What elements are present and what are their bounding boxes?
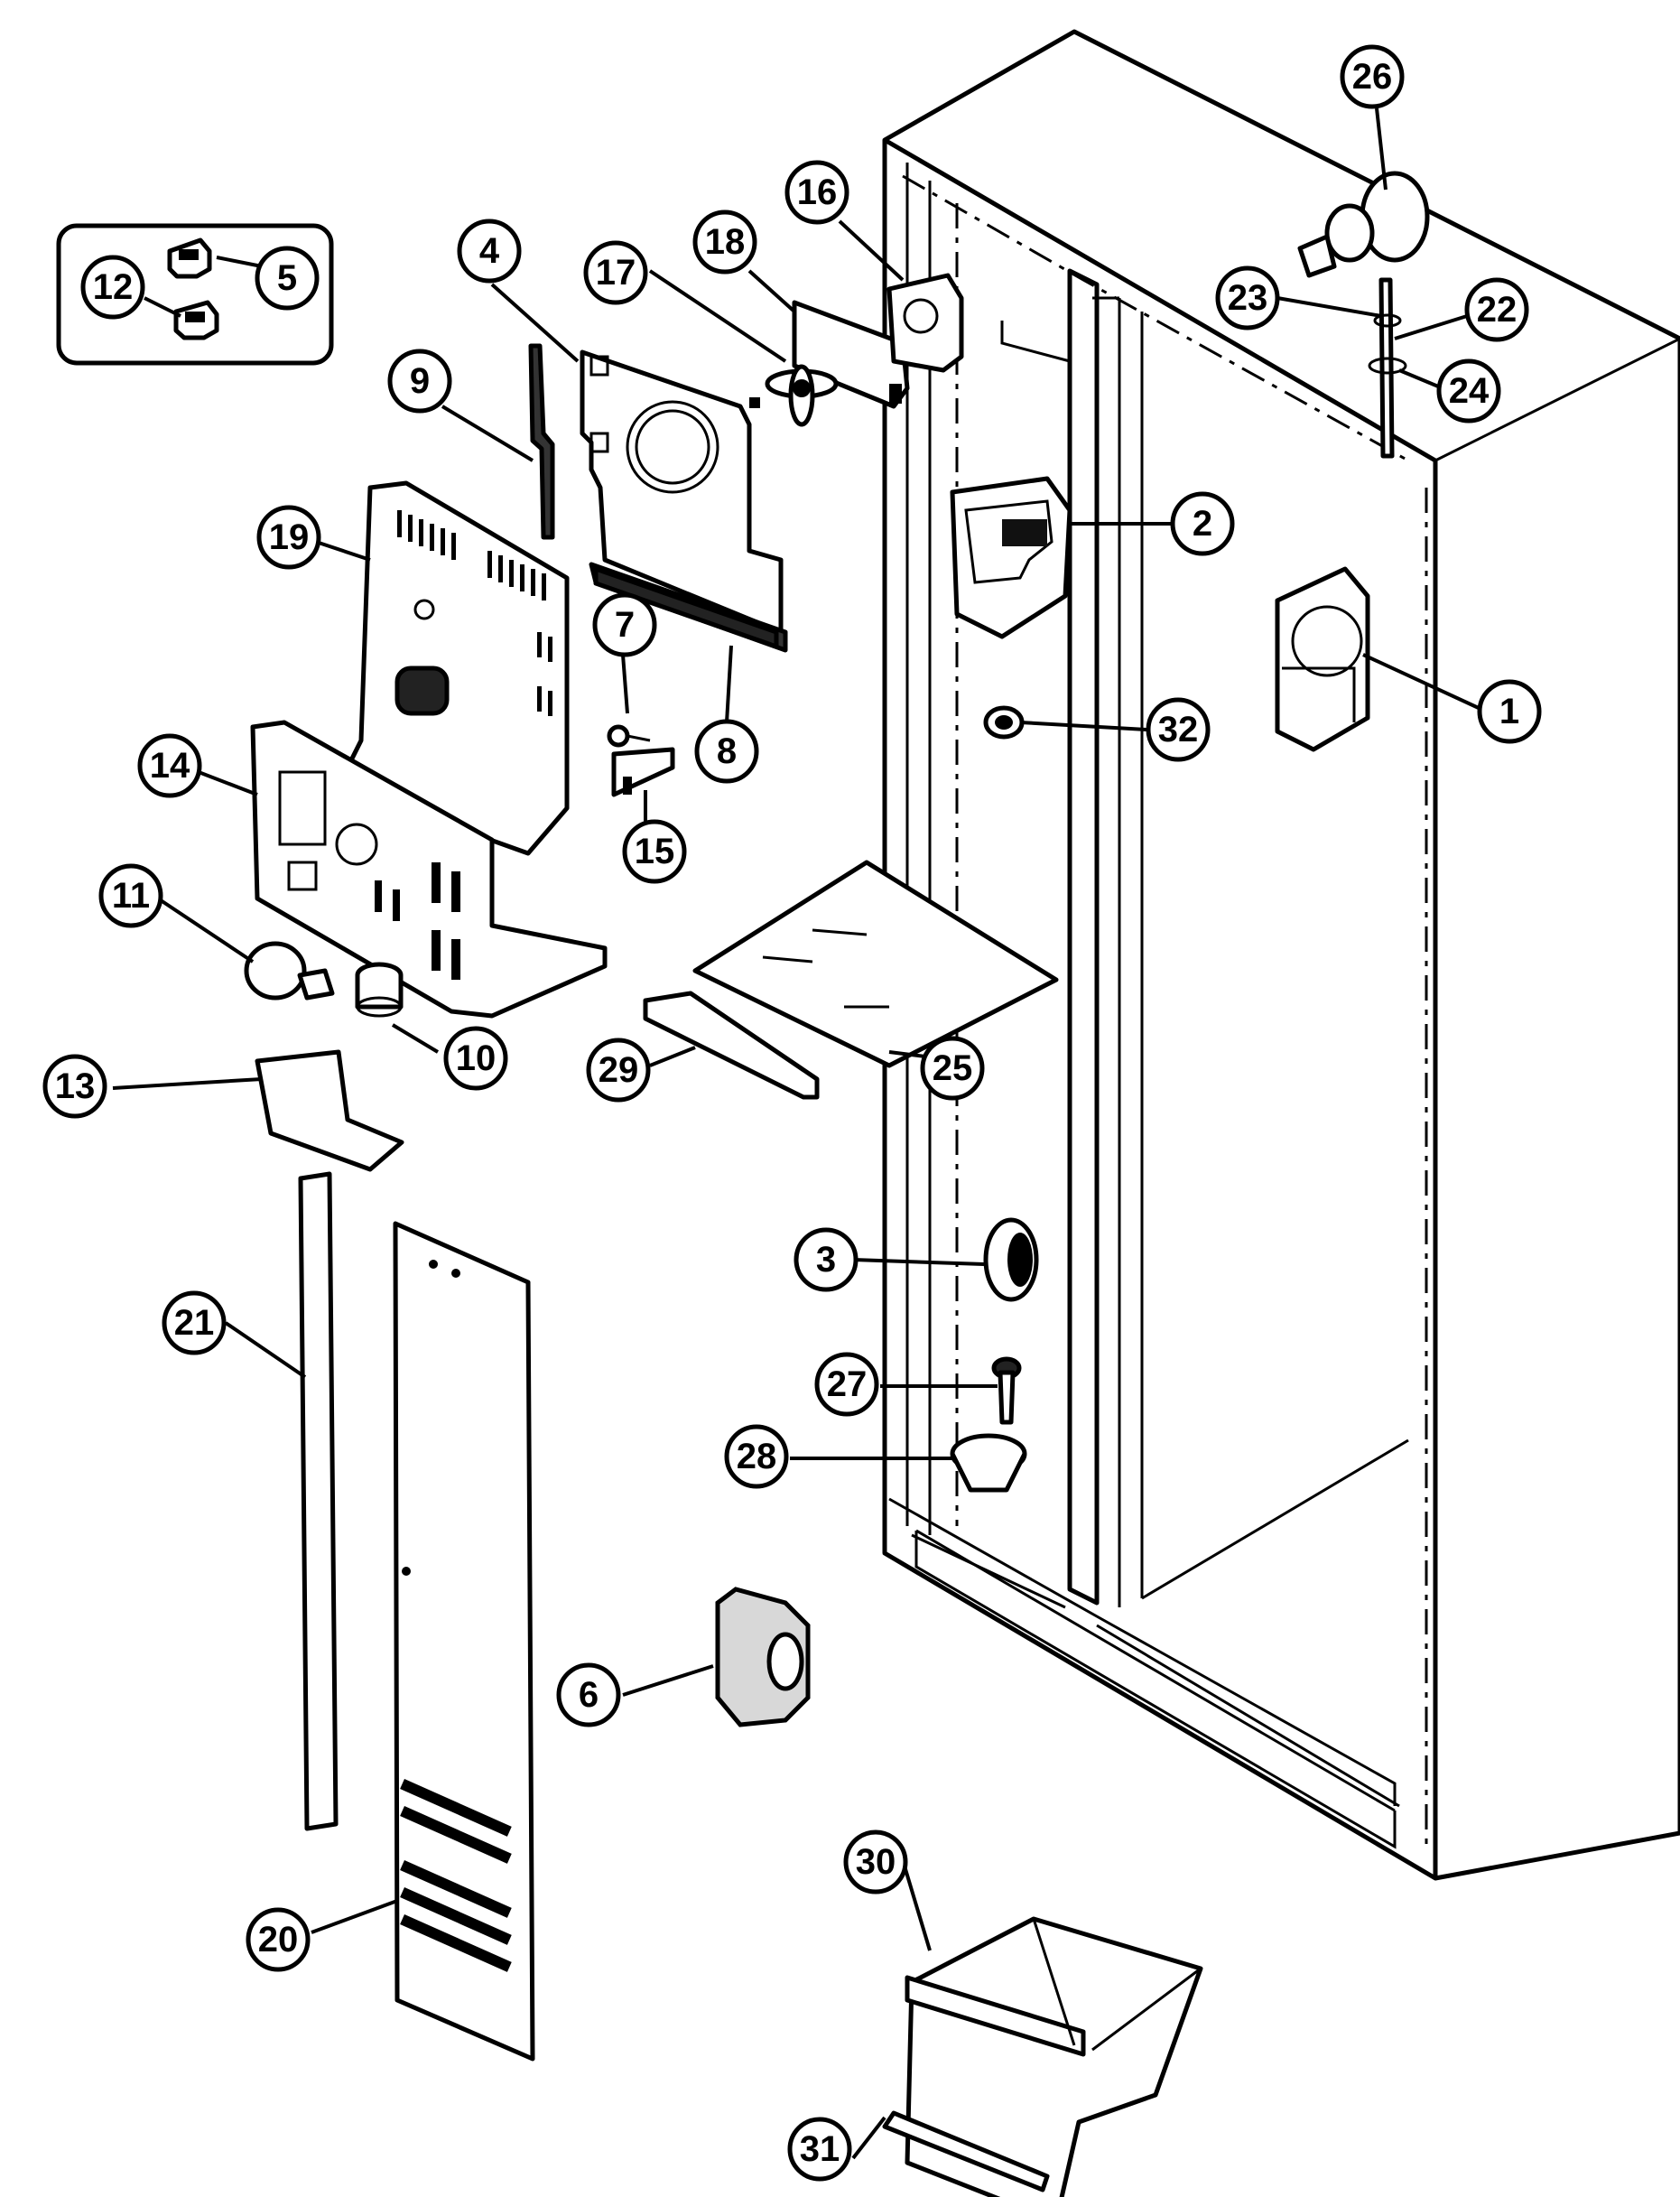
callout-label: 11: [112, 876, 150, 916]
switch-bracket: [611, 747, 675, 797]
callout-label: 13: [55, 1066, 96, 1106]
callout-16: 16: [784, 160, 849, 225]
shroud-strip: [593, 566, 779, 649]
callout-label: 27: [827, 1364, 868, 1404]
callout-label: 14: [150, 746, 190, 786]
callout-1: 1: [1477, 679, 1542, 744]
callout-12: 12: [80, 255, 145, 320]
callout-18: 18: [692, 209, 757, 275]
callout-14: 14: [137, 733, 202, 798]
callout-17: 17: [583, 240, 648, 305]
callout-label: 10: [456, 1038, 497, 1078]
callout-4: 4: [457, 219, 522, 284]
fan-motor-assembly: [749, 273, 964, 427]
callout-label: 18: [705, 222, 746, 262]
callout-label: 22: [1477, 290, 1518, 330]
callout-3: 3: [794, 1227, 859, 1292]
light-shield: [255, 1049, 404, 1172]
callout-label: 19: [269, 517, 310, 557]
callout-5: 5: [255, 246, 320, 311]
callout-label: 21: [174, 1303, 215, 1343]
callout-label: 4: [479, 231, 500, 271]
callout-22: 22: [1464, 277, 1529, 342]
callout-21: 21: [162, 1290, 227, 1355]
callout-11: 11: [98, 863, 163, 928]
callout-25: 25: [920, 1036, 985, 1101]
seal-strip: [528, 343, 555, 540]
callout-31: 31: [787, 2117, 852, 2182]
callout-label: 20: [258, 1920, 299, 1960]
callout-9: 9: [387, 349, 452, 414]
rear-panel: [393, 1221, 535, 2062]
callout-19: 19: [256, 505, 321, 570]
callout-label: 7: [615, 605, 635, 645]
callout-label: 24: [1449, 371, 1490, 411]
water-valve: [1297, 171, 1430, 278]
housing: [950, 476, 1072, 639]
bin-front-strip: [882, 2110, 1050, 2192]
callout-8: 8: [694, 719, 759, 784]
evaporator-cover: [336, 480, 570, 856]
callout-label: 1: [1499, 692, 1519, 731]
damper-housing: [1275, 566, 1370, 752]
lamp-socket: [355, 962, 404, 1018]
callout-label: 17: [596, 253, 636, 293]
ice-bin: [905, 1916, 1203, 2197]
insulation-block: [715, 1587, 811, 1727]
callout-label: 32: [1158, 710, 1199, 749]
callout-6: 6: [556, 1662, 621, 1727]
screw: [607, 724, 651, 748]
callout-23: 23: [1215, 265, 1280, 330]
callout-label: 8: [717, 731, 737, 771]
callout-label: 26: [1352, 57, 1393, 97]
callout-label: 16: [797, 172, 838, 212]
light-bulb: [244, 941, 335, 1001]
button: [983, 1217, 1039, 1302]
callout-label: 6: [579, 1675, 599, 1715]
callout-label: 28: [737, 1437, 777, 1476]
callout-label: 5: [277, 258, 297, 298]
callout-10: 10: [443, 1026, 508, 1091]
screw-long: [991, 1356, 1022, 1425]
shelf-trim: [643, 991, 820, 1100]
trim-strip: [298, 1171, 339, 1831]
callout-label: 23: [1228, 278, 1268, 318]
light-bracket: [250, 720, 608, 1019]
callout-20: 20: [246, 1907, 311, 1972]
callout-label: 25: [933, 1048, 973, 1088]
callout-30: 30: [843, 1829, 908, 1894]
water-tube: [1368, 277, 1407, 459]
callout-24: 24: [1436, 358, 1501, 424]
callout-13: 13: [42, 1054, 107, 1119]
glass-shelf: [692, 860, 1059, 1068]
callout-32: 32: [1146, 697, 1211, 762]
callout-label: 12: [93, 267, 134, 307]
cabinet: [882, 29, 1680, 1881]
callout-label: 31: [800, 2129, 840, 2169]
knob: [950, 1433, 1027, 1493]
callout-2: 2: [1170, 491, 1235, 556]
plug: [983, 705, 1025, 740]
callout-label: 9: [410, 361, 430, 401]
callout-26: 26: [1340, 44, 1405, 109]
callout-27: 27: [814, 1352, 879, 1417]
leader-lines: [112, 107, 1481, 2160]
callout-label: 2: [1193, 504, 1212, 544]
callout-7: 7: [592, 592, 657, 657]
callout-label: 30: [856, 1842, 896, 1882]
callout-label: 29: [599, 1050, 639, 1090]
callout-label: 15: [635, 832, 675, 871]
callout-28: 28: [724, 1424, 789, 1489]
callout-29: 29: [586, 1038, 651, 1103]
callout-label: 3: [816, 1240, 836, 1280]
callout-15: 15: [622, 819, 687, 884]
